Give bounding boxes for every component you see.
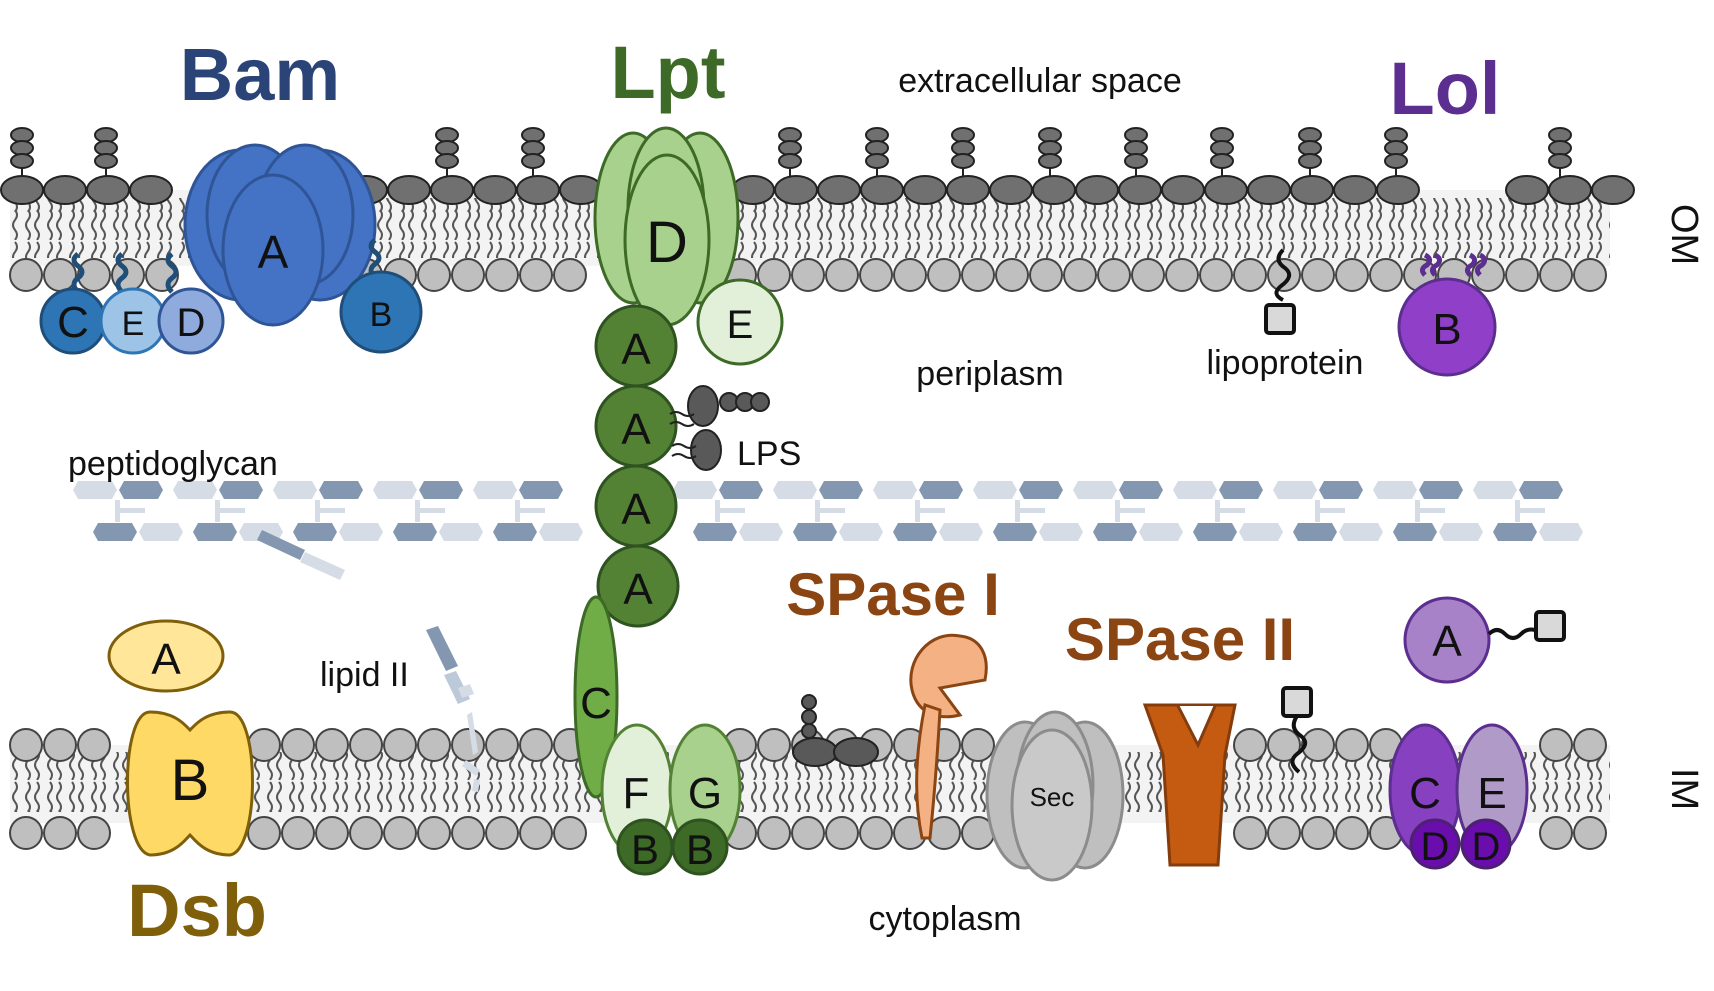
dsb-a-label: A xyxy=(151,635,181,684)
bam-complex: A B C E D Bam xyxy=(39,33,423,355)
lol-d-label-1: D xyxy=(1421,825,1450,869)
spase-i-title: SPase I xyxy=(786,561,1000,628)
lol-b-label: B xyxy=(1432,305,1461,354)
lipid-ii-label: lipid II xyxy=(320,656,409,694)
lol-d-label-2: D xyxy=(1472,825,1501,869)
lpt-f-label: F xyxy=(623,769,650,818)
lpt-c-subunit xyxy=(573,595,619,799)
lpt-a-label-1: A xyxy=(621,325,651,374)
lpt-complex: Lpt D E A A A A LPS C F G xyxy=(573,31,801,876)
sec-label: Sec xyxy=(1030,782,1075,812)
lps-leaflet xyxy=(0,127,1635,205)
om-label: OM xyxy=(1663,204,1705,265)
lipid-ii-flipped xyxy=(426,626,480,792)
spase-ii-title: SPase II xyxy=(1065,606,1295,673)
sec-translocon: Sec xyxy=(985,710,1125,882)
spase-ii: SPase II xyxy=(1065,606,1295,867)
peptidoglycan-label: peptidoglycan xyxy=(68,445,278,483)
dsb-system: A B Dsb xyxy=(107,619,267,952)
bam-d-subunit xyxy=(157,287,225,355)
bam-a-label: A xyxy=(258,226,289,278)
im-label: IM xyxy=(1663,768,1705,810)
lpt-c-label: C xyxy=(580,679,612,728)
lol-a-subunit xyxy=(1403,596,1491,684)
periplasm-label: periplasm xyxy=(916,355,1063,393)
lipoprotein-om xyxy=(1264,248,1296,335)
lol-b-subunit xyxy=(1397,277,1497,377)
bam-e-label: E xyxy=(122,305,145,343)
lpt-e-subunit xyxy=(696,278,784,366)
bam-b-subunit xyxy=(339,270,423,354)
lps-label: LPS xyxy=(737,435,801,473)
lpt-b-label-1: B xyxy=(631,826,659,873)
lipoprotein-label: lipoprotein xyxy=(1207,344,1364,382)
dsb-b-subunit xyxy=(126,710,254,857)
extracellular-label: extracellular space xyxy=(898,62,1181,100)
lol-d-subunit-2 xyxy=(1460,818,1512,870)
lpt-a-label-3: A xyxy=(621,485,651,534)
lol-title: Lol xyxy=(1390,47,1501,130)
peptidoglycan-layer xyxy=(73,481,1583,580)
lpt-title: Lpt xyxy=(610,31,725,114)
dsb-a-subunit xyxy=(107,619,225,693)
lipoprotein-im xyxy=(1281,686,1313,774)
cytoplasm-label: cytoplasm xyxy=(868,900,1021,938)
spase-i: SPase I xyxy=(786,561,1000,840)
lol-c-label: C xyxy=(1409,769,1441,818)
bam-title: Bam xyxy=(180,33,340,116)
lpt-b-label-2: B xyxy=(686,826,714,873)
om-inner-leaflet xyxy=(9,258,1607,292)
lpt-a-label-4: A xyxy=(623,565,653,614)
lpt-e-label: E xyxy=(727,303,754,347)
outer-membrane xyxy=(0,127,1635,292)
lpt-g-label: G xyxy=(688,769,722,818)
lol-system: Lol B A C E D D xyxy=(1388,47,1566,870)
lipid-ii-im xyxy=(792,694,879,767)
dsb-b-label: B xyxy=(171,748,210,813)
lol-d-subunit-1 xyxy=(1409,818,1461,870)
lpt-b-subunit-2 xyxy=(671,818,729,876)
lpt-a-subunit-4 xyxy=(596,544,680,628)
lps-molecule xyxy=(669,385,770,471)
lpt-a-label-2: A xyxy=(621,405,651,454)
bam-b-label: B xyxy=(370,296,393,334)
dsb-title: Dsb xyxy=(127,869,267,952)
lol-e-label: E xyxy=(1477,769,1506,818)
bam-c-label: C xyxy=(57,298,89,347)
bam-d-label: D xyxy=(177,301,206,345)
lol-a-label: A xyxy=(1432,617,1462,666)
bam-a-subunit xyxy=(221,173,325,327)
lpt-d-label: D xyxy=(646,210,688,275)
im-inner-leaflet xyxy=(9,816,1607,850)
